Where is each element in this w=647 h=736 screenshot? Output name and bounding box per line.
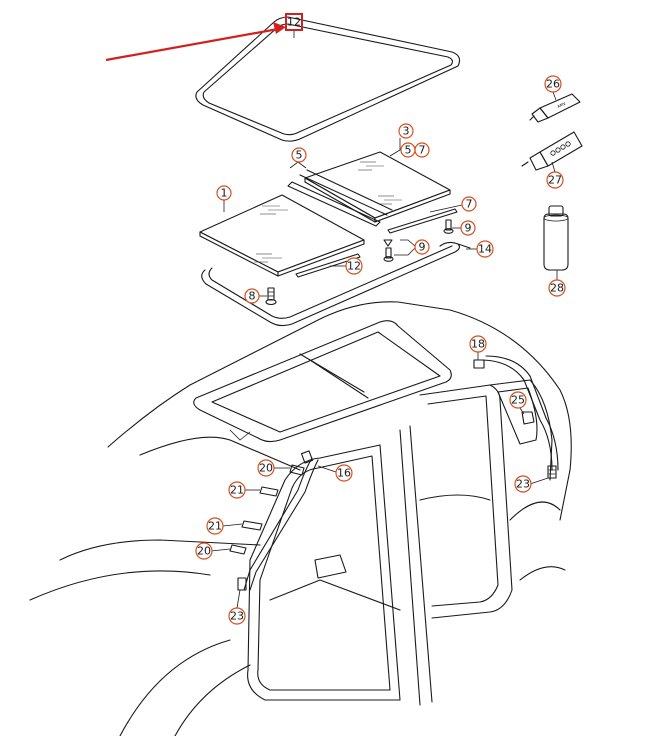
svg-text:12: 12 (347, 260, 361, 273)
callout-18: 18 (469, 335, 487, 353)
callout-23-b: 23 (514, 475, 532, 493)
svg-text:20: 20 (197, 545, 211, 558)
callout-9-b: 9 (414, 239, 430, 255)
callout-14: 14 (476, 240, 494, 258)
callout-25: 25 (509, 391, 527, 409)
svg-text:3: 3 (403, 125, 410, 138)
drain-hose-front (243, 450, 319, 591)
callout-8: 8 (244, 288, 260, 304)
svg-text:28: 28 (550, 282, 564, 295)
svg-text:5: 5 (296, 149, 303, 162)
screw-8 (265, 287, 277, 306)
arrow-right-icon (105, 22, 286, 62)
callout-21-a: 21 (228, 481, 246, 499)
callout-20-b: 20 (195, 542, 213, 560)
drain-frame (201, 241, 471, 327)
callout-26: 26 (544, 75, 562, 93)
cleaner-bottle-28 (543, 205, 569, 271)
callout-23-a: 23 (228, 607, 246, 625)
glass-panel-rear (304, 151, 451, 223)
roof-seal-frame (195, 16, 461, 142)
svg-text:16: 16 (337, 467, 351, 480)
svg-text:25: 25 (511, 394, 525, 407)
callout-5: 5 (400, 142, 416, 158)
adhesive-tube-27 (521, 131, 583, 171)
svg-text:23: 23 (516, 478, 530, 491)
svg-text:AMV: AMV (556, 101, 566, 109)
adhesive-tube-26: AMV (529, 93, 581, 123)
side-strip (387, 208, 458, 234)
svg-text:7: 7 (466, 198, 473, 211)
clips (229, 464, 305, 591)
wind-deflector-strip (295, 253, 361, 278)
svg-text:20: 20 (259, 462, 273, 475)
callout-12: 12 (345, 257, 363, 275)
screw-9a (443, 219, 454, 234)
callout-3: 3 (398, 123, 414, 139)
svg-text:27: 27 (548, 174, 562, 187)
clip-25 (521, 411, 535, 425)
callout-16: 16 (335, 464, 353, 482)
callout-20-a: 20 (257, 459, 275, 477)
svg-text:7: 7 (419, 144, 426, 157)
svg-text:9: 9 (465, 222, 472, 235)
callout-21-b: 21 (206, 517, 224, 535)
svg-text:21: 21 (208, 520, 222, 533)
svg-text:8: 8 (249, 290, 256, 303)
callout-28: 28 (548, 279, 566, 297)
svg-text:1: 1 (221, 187, 228, 200)
callout-5-top: 5 (291, 147, 307, 163)
svg-text:23: 23 (230, 610, 244, 623)
drain-hose-rear (473, 355, 559, 479)
screw-9b (383, 239, 394, 262)
callout-label: 12 (287, 16, 301, 29)
car-body-outline (29, 301, 572, 736)
svg-text:14: 14 (478, 243, 492, 256)
svg-text:21: 21 (230, 484, 244, 497)
leader-lines (210, 30, 558, 609)
svg-text:9: 9 (419, 241, 426, 254)
svg-text:26: 26 (546, 78, 560, 91)
callout-1: 1 (216, 185, 232, 201)
glass-panel-front (199, 194, 365, 277)
callout-9-a: 9 (460, 220, 476, 236)
callout-7: 7 (461, 196, 477, 212)
svg-text:5: 5 (405, 144, 412, 157)
callouts: 12 1 3 5 5 7 7 8 9 9 12 14 16 18 20 20 2… (195, 13, 566, 625)
callout-12-highlighted: 12 (285, 13, 303, 31)
callout-27: 27 (546, 171, 564, 189)
callout-7-top: 7 (414, 142, 430, 158)
svg-text:18: 18 (471, 338, 485, 351)
guide-strips (287, 169, 393, 227)
